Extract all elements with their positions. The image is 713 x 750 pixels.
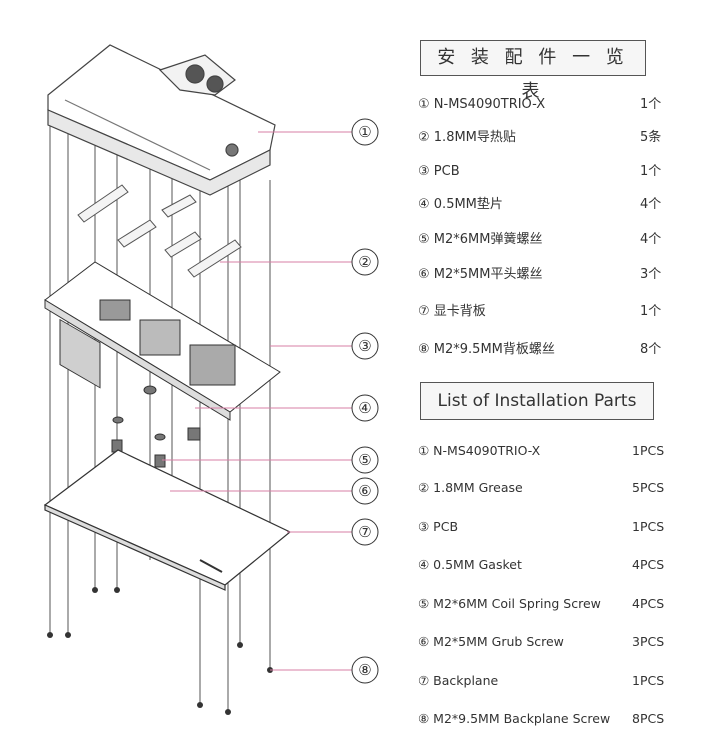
cn-row-name: ④ 0.5MM垫片 <box>418 197 503 212</box>
callout-2: ② <box>358 253 371 271</box>
cn-row-name: ⑥ M2*5MM平头螺丝 <box>418 267 543 282</box>
cn-row-name: ⑤ M2*6MM弹簧螺丝 <box>418 232 543 247</box>
backplane-screws <box>47 587 273 715</box>
en-row-name: ⑤ M2*6MM Coil Spring Screw <box>418 596 601 611</box>
en-row-qty: 4PCS <box>632 557 665 572</box>
cn-row-qty: 1个 <box>640 97 662 112</box>
cn-row-name: ① N-MS4090TRIO-X <box>418 97 546 112</box>
callout-markers <box>351 118 379 684</box>
en-row-qty: 5PCS <box>632 480 665 495</box>
en-row-name: ⑧ M2*9.5MM Backplane Screw <box>418 711 611 726</box>
pcb-board <box>44 261 281 421</box>
cn-row-qty: 3个 <box>640 267 662 282</box>
cn-row-qty: 5条 <box>640 130 662 145</box>
cn-row-name: ② 1.8MM导热贴 <box>418 130 516 145</box>
callout-8: ⑧ <box>358 661 371 679</box>
en-row-qty: 8PCS <box>632 711 665 726</box>
cn-row-qty: 1个 <box>640 164 662 179</box>
en-row-qty: 1PCS <box>632 443 665 458</box>
callout-lines <box>162 131 352 671</box>
en-row-name: ② 1.8MM Grease <box>418 480 523 495</box>
screw-guide-lines <box>49 112 271 712</box>
cn-row-qty: 8个 <box>640 342 662 357</box>
cn-row-qty: 4个 <box>640 232 662 247</box>
cn-row-qty: 1个 <box>640 304 662 319</box>
en-row-name: ③ PCB <box>418 519 459 534</box>
callout-6: ⑥ <box>358 482 371 500</box>
cn-row-name: ③ PCB <box>418 164 460 179</box>
callout-1: ① <box>358 123 371 141</box>
callout-3: ③ <box>358 337 371 355</box>
en-row-qty: 1PCS <box>632 519 665 534</box>
en-row-qty: 1PCS <box>632 673 665 688</box>
callout-5: ⑤ <box>358 451 371 469</box>
en-row-name: ⑦ Backplane <box>418 673 499 688</box>
en-row-name: ④ 0.5MM Gasket <box>418 557 522 572</box>
callout-7: ⑦ <box>358 523 371 541</box>
cn-row-name: ⑦ 显卡背板 <box>418 304 486 319</box>
callout-numbers: ① ② ③ ④ ⑤ ⑥ ⑦ ⑧ <box>358 123 371 679</box>
en-row-qty: 3PCS <box>632 634 665 649</box>
en-row-name: ① N-MS4090TRIO-X <box>418 443 541 458</box>
cn-row-name: ⑧ M2*9.5MM背板螺丝 <box>418 342 555 357</box>
en-row-name: ⑥ M2*5MM Grub Screw <box>418 634 564 649</box>
backplane <box>43 449 292 591</box>
water-block <box>47 44 276 196</box>
cn-row-qty: 4个 <box>640 197 662 212</box>
en-row-qty: 4PCS <box>632 596 665 611</box>
cn-list-title: 安 装 配 件 一 览 表 <box>420 40 646 102</box>
thermal-pads <box>77 184 242 278</box>
en-list-title: List of Installation Parts <box>420 382 654 420</box>
callout-4: ④ <box>358 399 371 417</box>
